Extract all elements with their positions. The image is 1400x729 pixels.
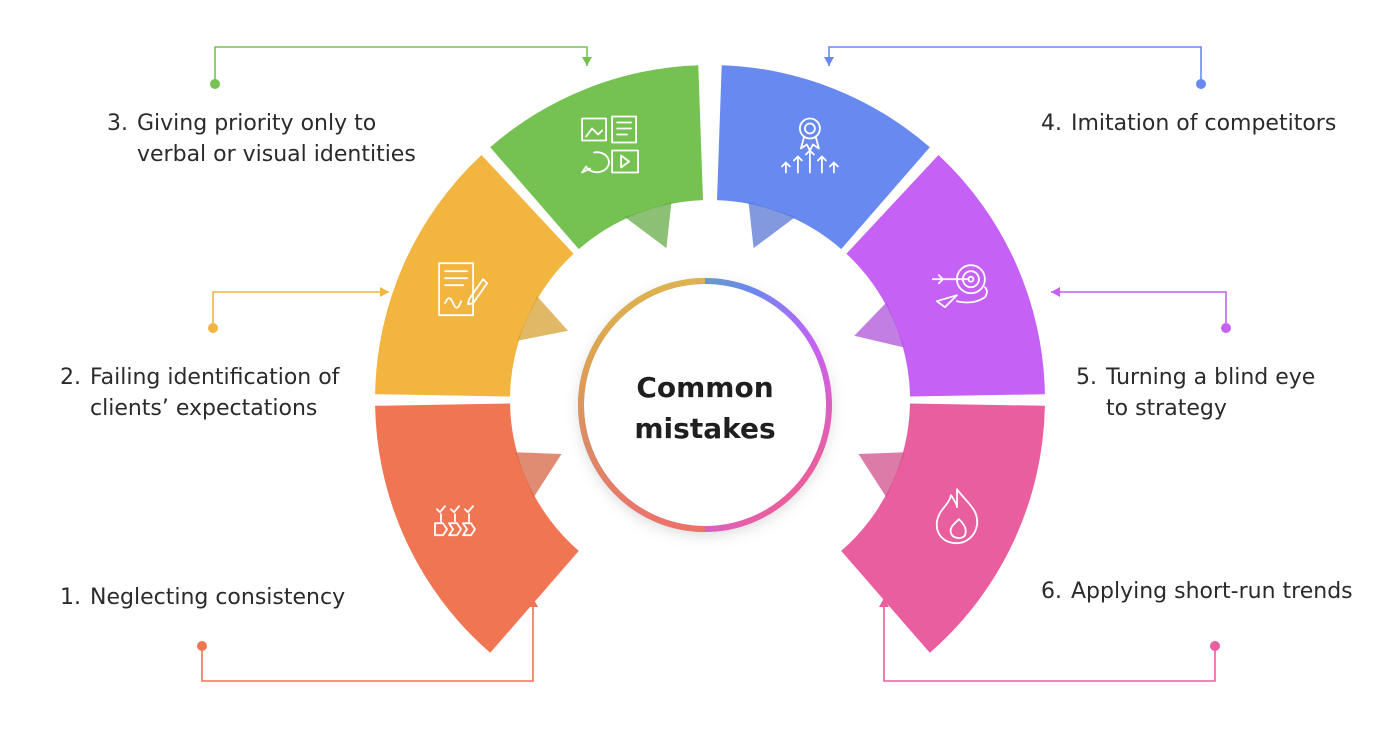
- connector-line-3: [214, 46, 588, 84]
- connector-arrow-3: [582, 57, 592, 66]
- segment-pointer-shade-2: [516, 296, 568, 341]
- segment-pointer-3: [624, 201, 672, 249]
- mistake-label-6: 6. Applying short-run trends: [1041, 576, 1353, 607]
- target-strategy-icon: [932, 264, 988, 309]
- flame-icon: [935, 488, 979, 545]
- mistake-label-2: 2. Failing identification of clients’ ex…: [60, 362, 339, 424]
- connector-line-4: [828, 46, 1202, 84]
- mistake-label-4: 4. Imitation of competitors: [1041, 108, 1336, 139]
- mistake-text-2-line-1: Failing identification of: [90, 365, 340, 390]
- mistake-label-3: 3. Giving priority only to verbal or vis…: [107, 108, 416, 170]
- mistake-number-3: 3.: [107, 111, 128, 136]
- segment-pointer-shade-6: [858, 452, 906, 498]
- mistake-label-5: 5. Turning a blind eye to strategy: [1076, 362, 1315, 424]
- connector-arrow-6: [879, 598, 889, 607]
- segment-5: [846, 155, 1045, 397]
- connector-arrow-5: [1051, 287, 1060, 297]
- mistake-number-4: 4.: [1041, 111, 1062, 136]
- mistake-text-1-line-1: Neglecting consistency: [90, 585, 346, 610]
- center-title-line1: Common: [636, 371, 773, 404]
- mistake-text-6-line-1: Applying short-run trends: [1071, 579, 1353, 604]
- segment-2: [375, 155, 574, 397]
- connector-dot-5: [1221, 323, 1231, 333]
- segment-pointer-shade-4: [748, 201, 796, 249]
- connector-dot-2: [208, 323, 218, 333]
- award-growth-icon: [781, 117, 839, 174]
- segment-pointer-shade-5: [854, 302, 906, 348]
- segment-pointer-shade-1: [514, 452, 562, 498]
- segment-pointer-4: [748, 201, 796, 249]
- center-title-line2: mistakes: [634, 412, 775, 445]
- mistake-text-3-line-2: verbal or visual identities: [137, 142, 416, 167]
- segment-pointer-5: [854, 302, 906, 348]
- center-ring-left: [577, 278, 706, 532]
- mistake-label-1: 1. Neglecting consistency: [60, 582, 345, 613]
- media-content-icon: [581, 115, 639, 174]
- segment-pointer-1: [514, 452, 562, 498]
- mistake-text-5-line-2: to strategy: [1106, 396, 1227, 421]
- connector-arrow-4: [824, 57, 834, 66]
- connector-dot-3: [210, 79, 220, 89]
- segment-1: [375, 403, 579, 653]
- checklist-steps-icon: [434, 505, 476, 537]
- segment-pointer-shade-3: [624, 201, 672, 249]
- segment-pointer-6: [858, 452, 906, 498]
- connector-dot-6: [1210, 641, 1220, 651]
- connector-line-1: [201, 598, 534, 682]
- connector-arrow-2: [380, 287, 389, 297]
- mistake-text-5-line-1: Turning a blind eye: [1106, 365, 1316, 390]
- connector-line-2: [212, 291, 389, 328]
- mistake-text-4-line-1: Imitation of competitors: [1071, 111, 1337, 136]
- mistake-number-1: 1.: [60, 585, 81, 610]
- connector-line-6: [883, 598, 1216, 682]
- center-circle: [581, 281, 829, 529]
- segment-6: [841, 403, 1045, 653]
- mistake-number-5: 5.: [1076, 365, 1097, 390]
- segment-pointer-2: [516, 296, 568, 341]
- signed-document-icon: [438, 262, 489, 317]
- connector-dot-4: [1196, 79, 1206, 89]
- connector-dot-1: [197, 641, 207, 651]
- mistake-number-2: 2.: [60, 365, 81, 390]
- mistake-text-3-line-1: Giving priority only to: [137, 111, 377, 136]
- mistake-number-6: 6.: [1041, 579, 1062, 604]
- mistake-text-2-line-2: clients’ expectations: [90, 396, 318, 421]
- segment-3: [490, 65, 703, 250]
- connector-line-5: [1051, 291, 1227, 328]
